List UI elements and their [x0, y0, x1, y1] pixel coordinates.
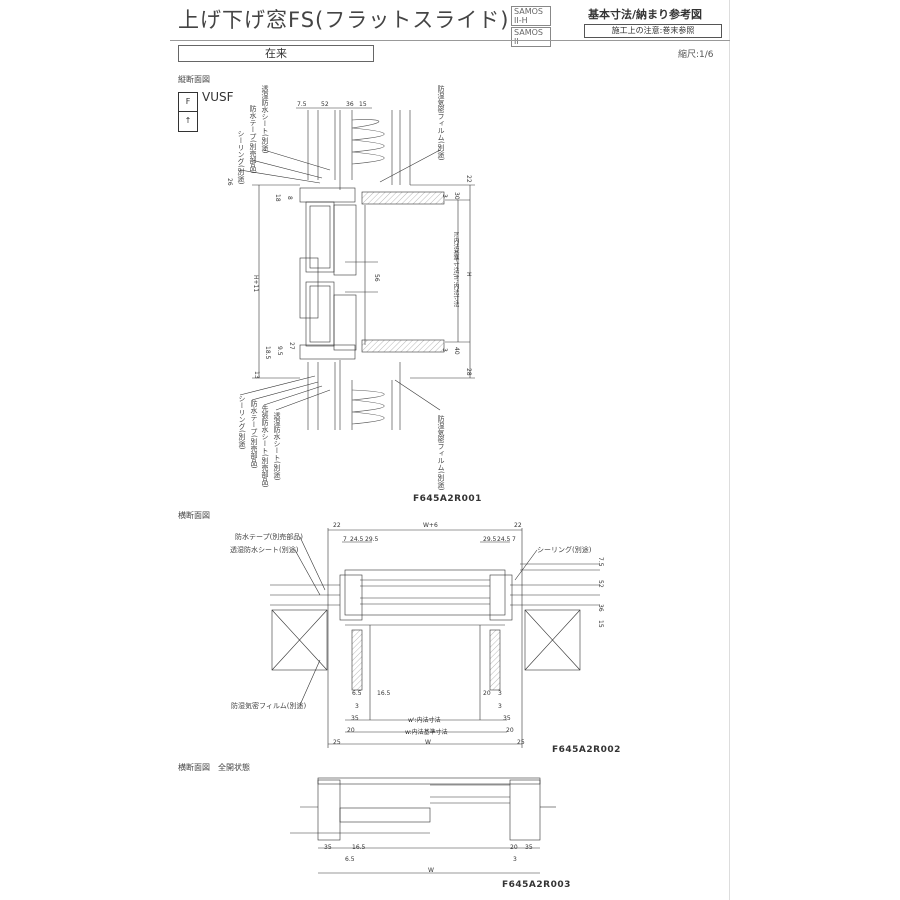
dim-top: 36: [346, 101, 354, 108]
dim-row1-label: w':内法寸法: [408, 717, 441, 724]
dim-left: H+11: [252, 275, 259, 293]
dim-right: 52: [597, 580, 604, 588]
callout-film-top: 防湿気密フィルム(別途): [437, 85, 445, 161]
dim-bl: 16.5: [377, 690, 391, 697]
dim-right: 30: [453, 192, 460, 200]
window-symbol-top: F: [179, 93, 197, 112]
dim-right: 28: [465, 368, 472, 376]
dim-top-center: W+6: [423, 522, 438, 529]
callout-film: 防湿気密フィルム(別途): [231, 702, 307, 710]
dim-left: 27: [288, 342, 295, 350]
dim-open-right: 20: [510, 844, 518, 851]
dim-right: 15: [597, 620, 604, 628]
callout-moisture-sheet-top: 透湿防水シート(別途): [261, 85, 269, 154]
dim-row1-right: 35: [503, 715, 511, 722]
dim-left: 13: [253, 371, 260, 379]
dim-top-left: 22: [333, 522, 341, 529]
dim-right: 3: [441, 194, 448, 198]
drawing-code-2: F645A2R002: [552, 745, 621, 755]
window-symbol: F ↑: [178, 92, 198, 132]
dim-bl: 3: [355, 703, 359, 710]
dim-tl: 29.5: [365, 536, 379, 543]
scale-label: 縮尺:1/6: [678, 50, 714, 60]
dim-left: 18: [274, 194, 281, 202]
drawing-code-3: F645A2R003: [502, 880, 571, 890]
callout-sealing: シーリング(別途): [537, 546, 592, 554]
dim-bl: 6.5: [352, 690, 362, 697]
dim-right: 40: [453, 347, 460, 355]
dim-open-left: 6.5: [345, 856, 355, 863]
construction-type-box: 在来: [178, 45, 374, 62]
dim-left: 18.5: [264, 346, 271, 360]
page-subtitle: 基本寸法/納まり参考図: [588, 8, 703, 21]
sheet-right-border: [729, 0, 730, 900]
dim-row2-label: w:内法基準寸法: [405, 729, 448, 736]
series-badges: SAMOS II-H SAMOS II: [511, 6, 551, 48]
dim-row2-right: 20: [506, 727, 514, 734]
dim-tl: 24.5: [350, 536, 364, 543]
dim-open-left: 16.5: [352, 844, 366, 851]
dim-right: 22: [465, 175, 472, 183]
dim-row3-label: W: [425, 739, 431, 746]
callout-moisture-sheet: 透湿防水シート(別途): [230, 546, 299, 554]
callout-sealing-bottom: シーリング(別途): [238, 395, 246, 450]
window-symbol-bottom: ↑: [184, 116, 192, 125]
page-title: 上げ下げ窓FS(フラットスライド): [178, 8, 510, 32]
dim-center: 56: [373, 274, 380, 282]
dim-tr: 24.5: [497, 536, 511, 543]
dim-open-right: 35: [525, 844, 533, 851]
dim-br: 3: [498, 703, 502, 710]
open-section-label: 横断面図 全開状態: [178, 763, 250, 772]
dim-open-overall: W: [428, 867, 434, 874]
dim-left: 26: [226, 178, 233, 186]
dim-top-right: 22: [514, 522, 522, 529]
horizontal-section-label: 横断面図: [178, 511, 210, 520]
callout-waterproof-tape-top: 防水テープ(別売部品): [249, 105, 257, 174]
dim-left: 8: [286, 196, 293, 200]
dim-open-right: 3: [513, 856, 517, 863]
dim-top: 15: [359, 101, 367, 108]
dim-tl: 7: [343, 536, 347, 543]
callout-moisture-sheet-bottom: 透湿防水シート(別途): [273, 412, 281, 481]
dim-br: 3: [498, 690, 502, 697]
dim-right: 7.5: [597, 557, 604, 567]
callout-pre-sheet-bottom: 先張防水シート(別売部品): [261, 405, 269, 488]
header-divider: [170, 40, 730, 41]
dim-row1-left: 35: [351, 715, 359, 722]
callout-film-bottom: 防湿気密フィルム(別途): [437, 415, 445, 491]
dim-br: 20: [483, 690, 491, 697]
dim-left: 9.5: [276, 346, 283, 356]
dim-row3-right: 25: [517, 739, 525, 746]
drawing-code-1: F645A2R001: [413, 494, 482, 504]
dim-top: 7.5: [297, 101, 307, 108]
dim-open-left: 35: [324, 844, 332, 851]
dim-tr: 29.5: [483, 536, 497, 543]
series-badge: SAMOS II-H: [511, 6, 551, 26]
dim-right: 36: [597, 604, 604, 612]
dim-row2-left: 20: [347, 727, 355, 734]
dim-right: 3: [441, 348, 448, 352]
dim-tr: 7: [512, 536, 516, 543]
series-badge: SAMOS II: [511, 27, 551, 47]
construction-note: 施工上の注意:巻末参照: [584, 24, 722, 38]
callout-waterproof-tape-bottom: 防水テープ(別売部品): [250, 400, 258, 469]
dim-center-label: h:内法基準寸法/h':内法寸法: [452, 232, 459, 308]
dim-top: 52: [321, 101, 329, 108]
model-name: VUSF: [202, 90, 234, 104]
vertical-section-label: 縦断面図: [178, 75, 210, 84]
callout-waterproof-tape: 防水テープ(別売部品): [235, 533, 304, 541]
dim-row3-left: 25: [333, 739, 341, 746]
drawing-sheet: [170, 0, 730, 900]
dim-right: H: [465, 272, 472, 277]
callout-sealing-top: シーリング(別途): [237, 130, 245, 185]
